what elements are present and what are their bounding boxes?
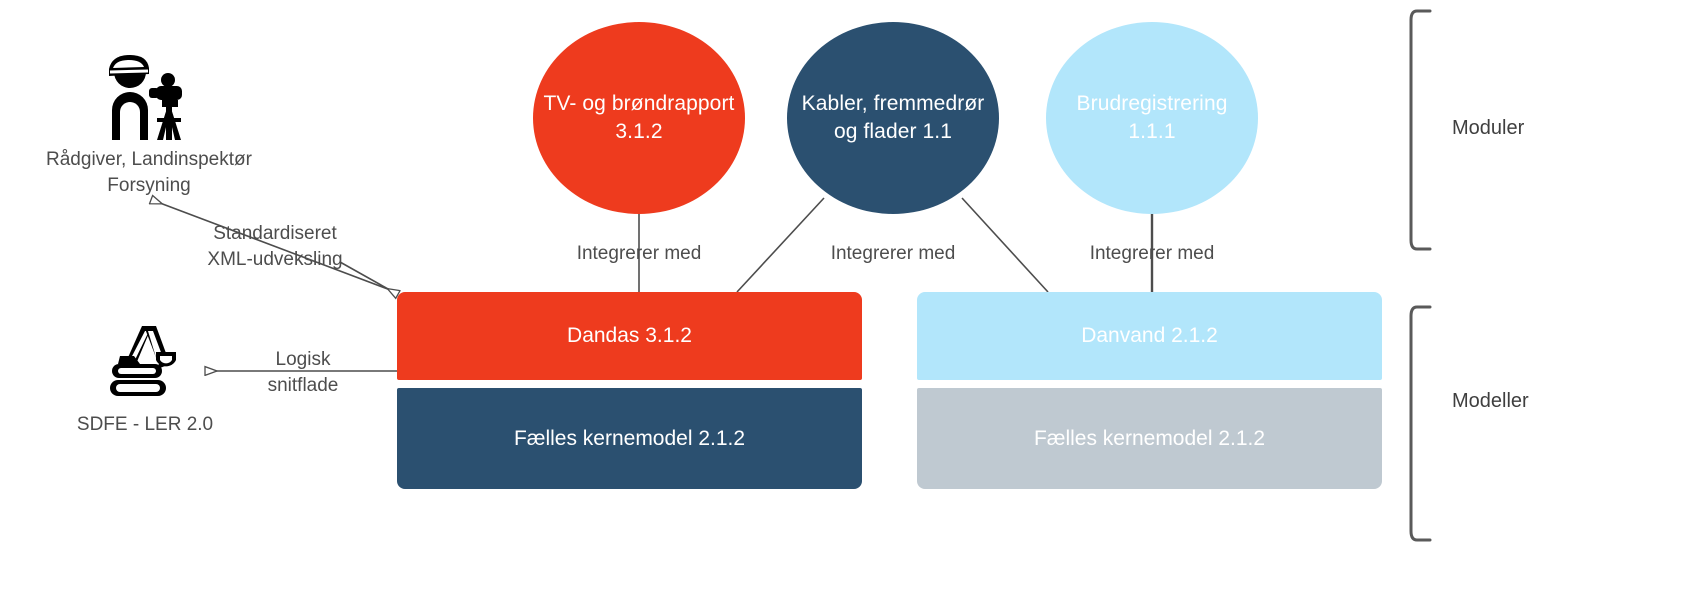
excavator-icon [100,318,190,398]
module-brudregistrering-label: Brudregistrering 1.1.1 [1076,91,1228,143]
edge-label-integrerer-1: Integrerer med [576,243,702,264]
model-danvand-core[interactable]: Fælles kernemodel 2.1.2 [917,388,1382,489]
bracket-modeller [1409,305,1432,542]
model-danvand-core-label: Fælles kernemodel 2.1.2 [1033,426,1266,450]
module-tv-brondrapport-label: TV- og brøndrapport 3.1.2 [543,91,735,143]
edge-label-logical-interface: Logisk snitflade [267,349,339,396]
actor-surveyor-label: Rådgiver, Landinspektør Forsyning [46,149,252,196]
model-dandas-label: Dandas 3.1.2 [567,324,692,347]
edge-label-integrerer-3: Integrerer med [1089,243,1215,264]
model-danvand-label: Danvand 2.1.2 [1081,324,1218,347]
edge-label-integrerer-2: Integrerer med [830,243,956,264]
group-label-modeller: Modeller [1452,390,1529,412]
model-dandas-core-label: Fælles kernemodel 2.1.2 [513,426,746,450]
model-danvand[interactable]: Danvand 2.1.2 [917,292,1382,380]
model-dandas[interactable]: Dandas 3.1.2 [397,292,862,380]
module-tv-brondrapport[interactable]: TV- og brøndrapport 3.1.2 [533,22,745,214]
bracket-moduler [1409,9,1432,251]
module-brudregistrering[interactable]: Brudregistrering 1.1.1 [1046,22,1258,214]
module-kabler-flader[interactable]: Kabler, fremmedrør og flader 1.1 [787,22,999,214]
actor-excavator-label: SDFE - LER 2.0 [76,414,214,435]
model-dandas-core[interactable]: Fælles kernemodel 2.1.2 [397,388,862,489]
group-label-moduler: Moduler [1452,117,1525,139]
surveyor-icon [100,52,196,142]
module-kabler-flader-label: Kabler, fremmedrør og flader 1.1 [801,91,985,143]
edge-label-xml-exchange: Standardiseret XML-udveksling [207,223,343,270]
